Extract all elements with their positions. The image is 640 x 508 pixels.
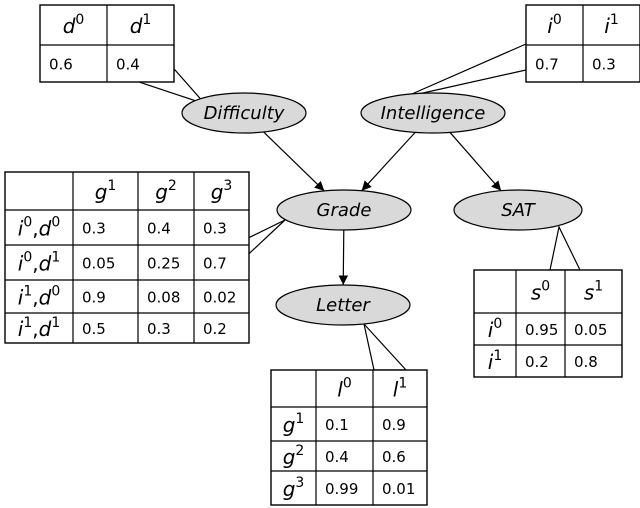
sat-table-frame [473, 269, 623, 378]
difficulty-cell-value: 0.6 [49, 56, 73, 74]
difficulty-col-header: d0​ [63, 12, 85, 38]
sat-cell-value: 0.8 [574, 353, 598, 371]
grade-row-header: i1​,d0​ [18, 284, 60, 310]
node-grade-shape [276, 189, 412, 231]
node-difficulty-shape [181, 92, 307, 134]
sat-cpt-table: s0​ s1​ i0​ i1​ 0.95 0.05 0.2 0.8 [473, 269, 623, 378]
grade-cell-value: 0.3 [203, 220, 227, 238]
grade-cell-value: 0.3 [147, 320, 171, 338]
grade-cell-value: 0.3 [82, 220, 106, 238]
edge-intelligence-to-sat [449, 132, 502, 192]
sat-callout [549, 225, 581, 271]
node-sat-shape [453, 189, 583, 231]
edge-grade-to-letter [338, 229, 349, 286]
sat-cell-value: 0.05 [574, 321, 607, 339]
grade-cell-value: 0.5 [82, 320, 106, 338]
difficulty-col-header: d1​ [130, 12, 152, 38]
difficulty-cell-value: 0.4 [116, 56, 140, 74]
letter-col-header: l1​ [393, 376, 407, 402]
node-intelligence: Intelligence [360, 92, 506, 134]
difficulty-cpt-table: d0​ d1​ 0.6 0.4 [39, 4, 175, 83]
letter-cell-value: 0.1 [325, 416, 349, 434]
intelligence-col-header: i0​ [547, 12, 561, 38]
intelligence-col-header: i1​ [604, 12, 618, 38]
intelligence-cell-value: 0.3 [592, 56, 616, 74]
letter-cell-value: 0.99 [325, 480, 358, 498]
node-letter: Letter [275, 284, 411, 326]
grade-col-header: g3​ [211, 178, 233, 204]
node-sat: SAT [453, 189, 583, 231]
node-difficulty-label: Difficulty [204, 103, 285, 124]
grade-cpt-table: g1​ g2​ g3​ i0​,d0​ i0​,d1​ i1​,d0​ i1​,d1​ 0.3… [4, 171, 250, 344]
grade-cell-value: 0.08 [147, 289, 180, 307]
node-intelligence-shape [360, 92, 506, 134]
grade-col-header: g2​ [155, 178, 177, 204]
grade-cell-value: 0.7 [203, 255, 227, 273]
node-sat-label: SAT [501, 200, 536, 221]
letter-row-header: g3​ [283, 475, 305, 501]
node-letter-label: Letter [316, 295, 371, 316]
grade-cell-value: 0.9 [82, 289, 106, 307]
letter-row-header: g1​ [283, 411, 305, 437]
sat-row-header: i0​ [488, 316, 502, 342]
sat-cell-value: 0.2 [525, 353, 549, 371]
node-grade-label: Grade [317, 200, 372, 221]
letter-cell-value: 0.01 [382, 480, 415, 498]
intelligence-cell-value: 0.7 [535, 56, 559, 74]
node-difficulty: Difficulty [181, 92, 307, 134]
node-intelligence-label: Intelligence [381, 103, 486, 124]
intelligence-cpt-table: i0​ i1​ 0.7 0.3 [525, 4, 640, 83]
letter-col-header: l0​ [337, 376, 351, 402]
grade-row-header: i1​,d1​ [18, 315, 60, 341]
sat-row-header: i1​ [488, 348, 502, 374]
grade-cell-value: 0.4 [147, 220, 171, 238]
grade-table-frame [4, 171, 250, 344]
grade-row-header: i0​,d0​ [18, 215, 60, 241]
letter-row-header: g2​ [283, 443, 305, 469]
node-grade: Grade [276, 189, 412, 231]
letter-cell-value: 0.9 [382, 416, 406, 434]
intelligence-callout [404, 43, 527, 98]
letter-cpt-table: l0​ l1​ g1​ g2​ g3​ 0.1 0.9 0.4 0.6 0.99 0.01 [270, 369, 428, 506]
grade-row-header: i0​,d1​ [18, 250, 60, 276]
grade-cell-value: 0.2 [203, 320, 227, 338]
grade-cell-value: 0.05 [82, 255, 115, 273]
sat-col-header: s1​ [584, 279, 603, 305]
node-letter-shape [275, 284, 411, 326]
sat-col-header: s0​ [531, 279, 550, 305]
letter-callout [362, 321, 408, 371]
edge-difficulty-to-grade [263, 131, 325, 192]
sat-cell-value: 0.95 [525, 321, 558, 339]
letter-table-frame [270, 369, 428, 506]
letter-cell-value: 0.6 [382, 448, 406, 466]
letter-cell-value: 0.4 [325, 448, 349, 466]
grade-cell-value: 0.25 [147, 255, 180, 273]
edge-intelligence-to-grade [361, 131, 416, 192]
grade-cell-value: 0.02 [203, 289, 236, 307]
grade-col-header: g1​ [95, 178, 117, 204]
